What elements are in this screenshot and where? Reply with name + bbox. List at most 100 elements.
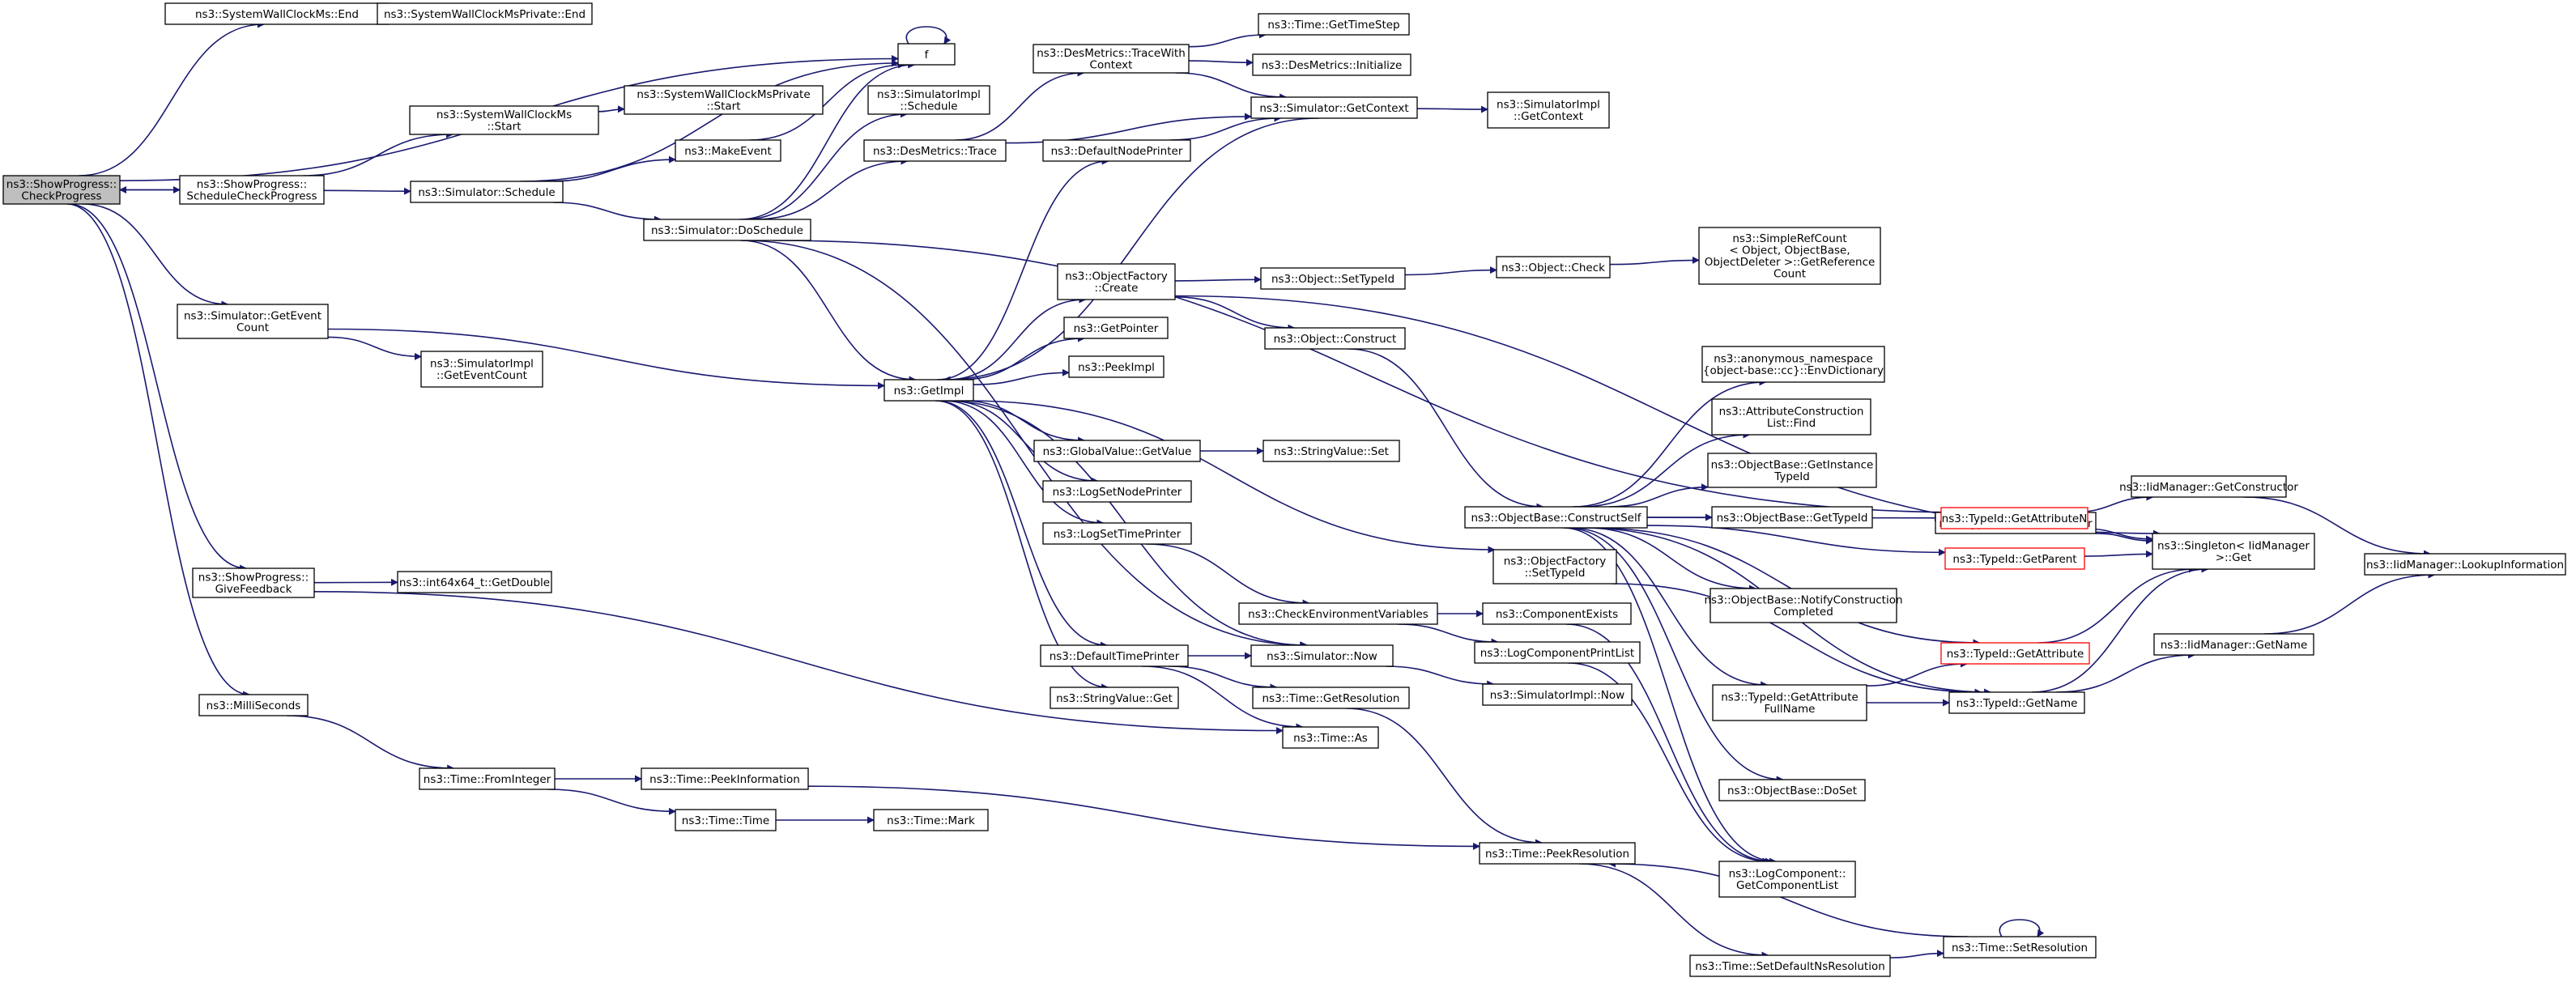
node-getTimeStep[interactable]: ns3::Time::GetTimeStep: [1258, 13, 1410, 36]
node-logCompGetList[interactable]: ns3::LogComponent::GetComponentList: [1718, 861, 1856, 898]
node-ofSetTypeId[interactable]: ns3::ObjectFactory::SetTypeId: [1492, 549, 1617, 585]
edge-line: [1562, 527, 1777, 865]
node-simNow[interactable]: ns3::Simulator::Now: [1250, 644, 1394, 667]
node-tidGetParent[interactable]: ns3::TypeId::GetParent: [1944, 547, 2085, 570]
node-label-line: ns3::DesMetrics::TraceWith: [1037, 47, 1186, 60]
node-desTrace[interactable]: ns3::DesMetrics::Trace: [863, 139, 1007, 162]
node-timeMark[interactable]: ns3::Time::Mark: [873, 809, 989, 831]
node-label-line: CheckProgress: [21, 190, 101, 203]
node-fromInteger[interactable]: ns3::Time::FromInteger: [419, 767, 556, 790]
node-gvGetValue[interactable]: ns3::GlobalValue::GetValue: [1033, 440, 1201, 462]
node-constructSelf[interactable]: ns3::ObjectBase::ConstructSelf: [1464, 506, 1648, 529]
node-peekInfo[interactable]: ns3::Time::PeekInformation: [641, 767, 809, 790]
node-envDict[interactable]: ns3::anonymous_namespace{object-base::cc…: [1701, 346, 1885, 383]
call-edge-timeGetRes-to-peekRes: [1346, 708, 1543, 847]
node-setRes[interactable]: ns3::Time::SetResolution: [1943, 936, 2097, 959]
node-svGet[interactable]: ns3::StringValue::Get: [1050, 687, 1179, 709]
node-label-line: ns3::Object::Construct: [1274, 333, 1397, 346]
edge-line: [1565, 623, 1773, 865]
node-objCheck[interactable]: ns3::Object::Check: [1496, 256, 1611, 278]
node-simGetContext[interactable]: ns3::Simulator::GetContext: [1250, 96, 1418, 119]
node-obDoSet[interactable]: ns3::ObjectBase::DoSet: [1718, 779, 1866, 801]
node-setDefNsRes[interactable]: ns3::Time::SetDefaultNsResolution: [1689, 954, 1891, 977]
edge-line: [1866, 660, 1968, 687]
edge-line: [1142, 665, 1304, 731]
call-edge-tidGetName-to-singletonGet: [2032, 565, 2209, 693]
node-peekRes[interactable]: ns3::Time::PeekResolution: [1479, 842, 1636, 865]
node-peekImpl[interactable]: ns3::PeekImpl: [1068, 355, 1165, 378]
node-logSetTime[interactable]: ns3::LogSetTimePrinter: [1042, 522, 1192, 545]
node-getPointer[interactable]: ns3::GetPointer: [1063, 317, 1169, 339]
node-compExists[interactable]: ns3::ComponentExists: [1482, 602, 1632, 625]
edge-line: [936, 400, 1108, 649]
node-box: [675, 139, 781, 162]
node-refCount[interactable]: ns3::SimpleRefCount< Object, ObjectBase,…: [1698, 227, 1881, 285]
node-obGetTypeId[interactable]: ns3::ObjectBase::GetTypeId: [1711, 506, 1873, 529]
node-logCompPrint[interactable]: ns3::LogComponentPrintList: [1474, 641, 1641, 664]
node-setTypeId[interactable]: ns3::Object::SetTypeId: [1260, 267, 1406, 290]
node-box: [1710, 588, 1897, 623]
node-tidGetName[interactable]: ns3::TypeId::GetName: [1948, 691, 2085, 714]
call-edge-objCheck-to-refCount: [1609, 256, 1700, 266]
node-schedCheck[interactable]: ns3::ShowProgress::ScheduleCheckProgress: [179, 175, 325, 205]
edge-line: [1572, 378, 1767, 508]
node-svSet[interactable]: ns3::StringValue::Set: [1262, 440, 1400, 462]
node-root[interactable]: ns3::ShowProgress::CheckProgress: [2, 175, 121, 205]
node-objFactoryCreate[interactable]: ns3::ObjectFactory::Create: [1057, 263, 1176, 300]
node-checkEnv[interactable]: ns3::CheckEnvironmentVariables: [1238, 602, 1438, 625]
node-objConstruct[interactable]: ns3::Object::Construct: [1264, 327, 1406, 350]
edge-line: [740, 240, 917, 384]
node-f[interactable]: f: [897, 43, 956, 66]
node-label-line: ns3::GetPointer: [1074, 322, 1159, 335]
node-desInit[interactable]: ns3::DesMetrics::Initialize: [1252, 53, 1411, 76]
node-swpStart[interactable]: ns3::SystemWallClockMsPrivate::Start: [624, 85, 824, 115]
node-simSchedule[interactable]: ns3::Simulator::Schedule: [410, 181, 564, 203]
edge-line: [303, 130, 453, 176]
edge-line: [743, 110, 908, 220]
node-tidGetAttrN[interactable]: ns3::TypeId::GetAttributeN: [1940, 507, 2088, 529]
node-milli[interactable]: ns3::MilliSeconds: [198, 694, 309, 716]
node-swStart[interactable]: ns3::SystemWallClockMs::Start: [409, 105, 599, 135]
node-label-line: ::Start: [706, 100, 740, 113]
node-getDouble[interactable]: ns3::int64x64_t::GetDouble: [397, 571, 552, 593]
node-iidLookup[interactable]: ns3::IidManager::LookupInformation: [2364, 553, 2566, 576]
node-label-line: Context: [1090, 59, 1133, 72]
node-box: [897, 43, 956, 66]
node-tidGetAttr[interactable]: ns3::TypeId::GetAttribute: [1940, 642, 2090, 665]
node-iidGetCtor[interactable]: ns3::IidManager::GetConstructor: [2119, 475, 2298, 498]
node-defNodePrinter[interactable]: ns3::DefaultNodePrinter: [1042, 139, 1191, 162]
node-swpEnd[interactable]: ns3::SystemWallClockMsPrivate::End: [377, 2, 593, 25]
node-defTimePrinter[interactable]: ns3::DefaultTimePrinter: [1040, 644, 1189, 667]
node-label-line: ns3::DefaultNodePrinter: [1051, 145, 1183, 158]
call-edge-constructSelf-to-getInstTid: [1608, 483, 1709, 508]
node-timeAs[interactable]: ns3::Time::As: [1282, 726, 1379, 749]
node-singletonGet[interactable]: ns3::Singleton< IidManager>::Get: [2152, 533, 2315, 570]
node-simImplSchedule[interactable]: ns3::SimulatorImpl::Schedule: [867, 85, 990, 115]
node-simImplNow[interactable]: ns3::SimulatorImpl::Now: [1482, 683, 1633, 706]
node-box: [1250, 644, 1394, 667]
node-doSchedule[interactable]: ns3::Simulator::DoSchedule: [643, 219, 811, 241]
node-swEnd[interactable]: ns3::SystemWallClockMs::End: [164, 2, 390, 25]
node-logSetNode[interactable]: ns3::LogSetNodePrinter: [1042, 480, 1192, 503]
node-timeGetRes[interactable]: ns3::Time::GetResolution: [1252, 687, 1410, 709]
node-implGetEventCount[interactable]: ns3::SimulatorImpl::GetEventCount: [420, 351, 543, 388]
node-getImpl[interactable]: ns3::GetImpl: [884, 379, 974, 402]
node-box: [1718, 861, 1856, 898]
node-simImplGetContext[interactable]: ns3::SimulatorImpl::GetContext: [1487, 91, 1610, 129]
node-box: [873, 809, 989, 831]
call-edge-iidGetName-to-iidLookup: [2263, 571, 2436, 635]
node-notifyComp[interactable]: ns3::ObjectBase::NotifyConstructionCompl…: [1704, 588, 1903, 623]
node-giveFeedback[interactable]: ns3::ShowProgress::GiveFeedback: [192, 568, 315, 598]
call-edge-tidGetAttrFull-to-tidGetAttr: [1866, 660, 1968, 687]
call-edge-doSchedule-to-tidGetCtor: [773, 240, 1970, 517]
call-edge-constructSelf-to-tidGetAttr: [1591, 527, 1981, 647]
node-makeEvent[interactable]: ns3::MakeEvent: [675, 139, 781, 162]
node-getEventCount[interactable]: ns3::Simulator::GetEventCount: [177, 304, 329, 339]
node-iidGetName[interactable]: ns3::IidManager::GetName: [2153, 633, 2314, 656]
node-timeTime[interactable]: ns3::Time::Time: [675, 809, 777, 831]
